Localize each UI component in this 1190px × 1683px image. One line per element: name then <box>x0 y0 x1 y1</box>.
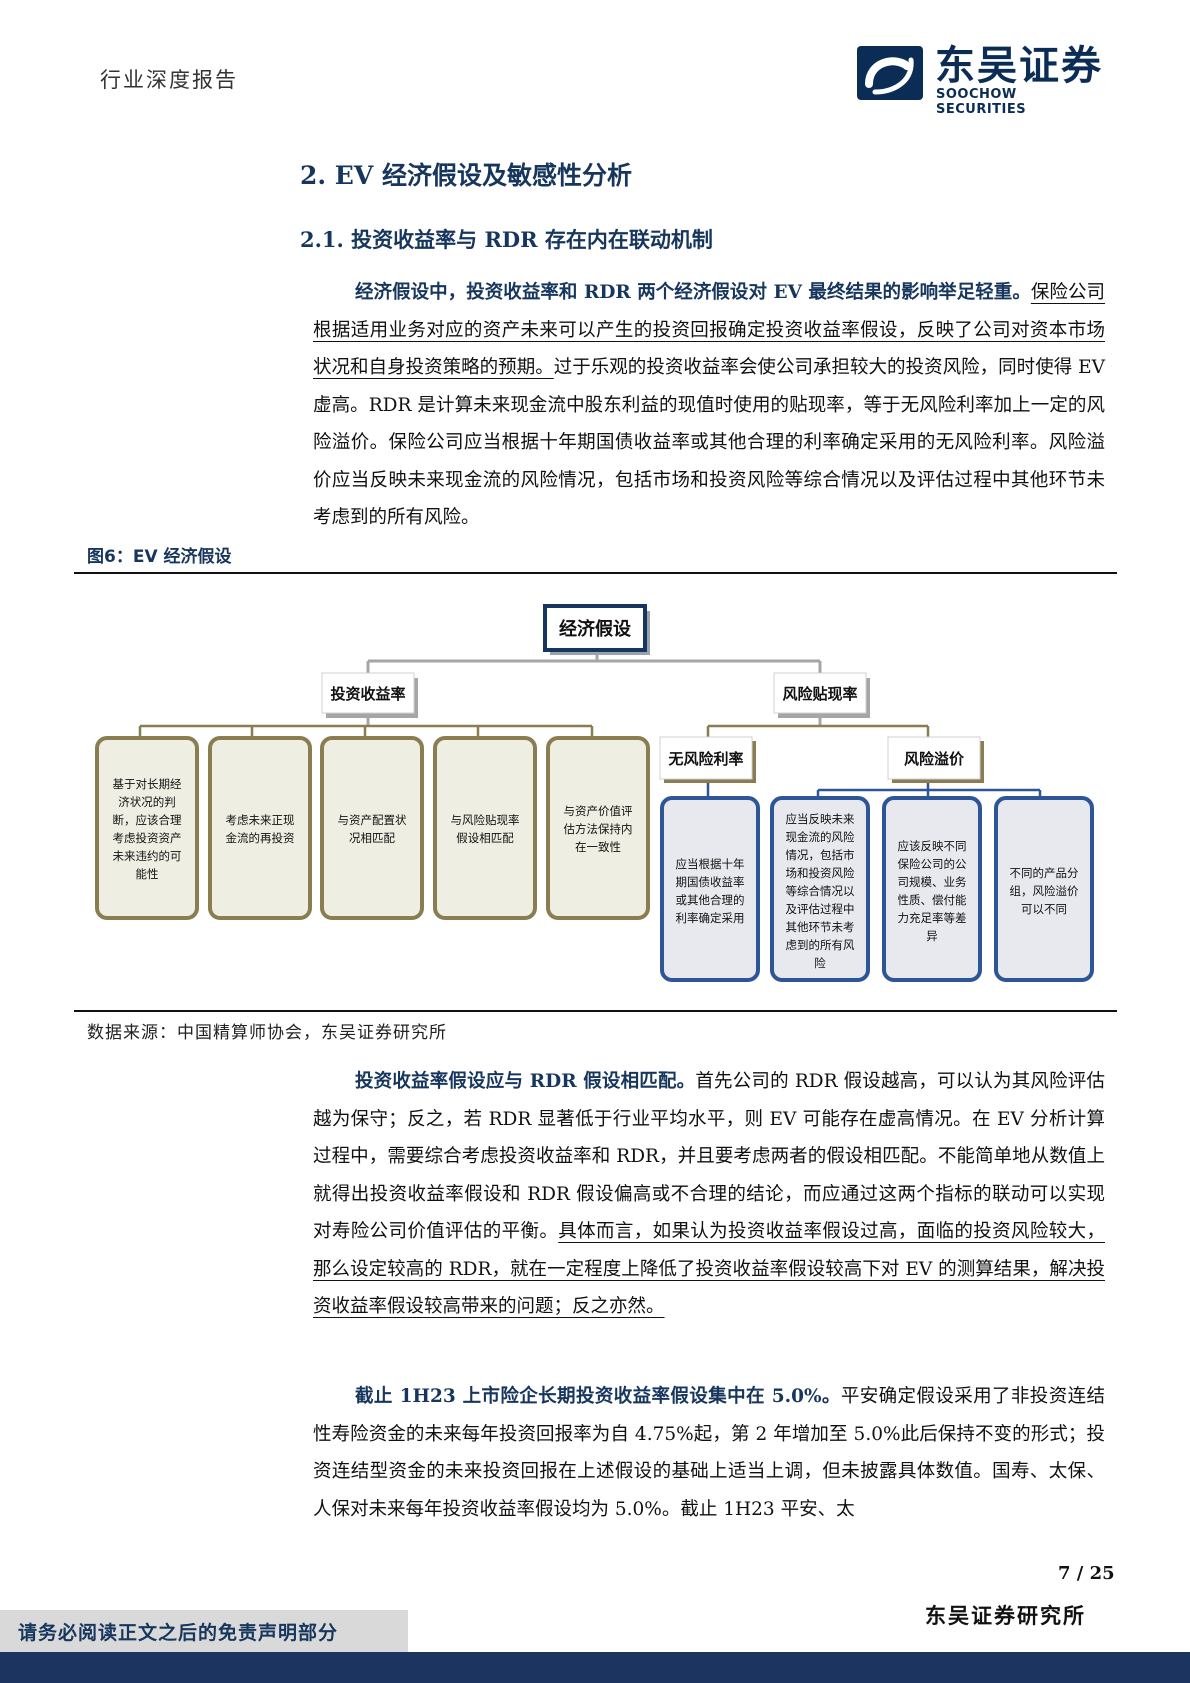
right-leaf-2: 应当反映未来现金流的风险情况，包括市场和投资风险等综合情况以及评估过程中其他环节… <box>770 796 870 982</box>
right-leaf-3: 应该反映不同保险公司的公司规模、业务性质、偿付能力充足率等差异 <box>882 796 982 982</box>
figure-top-rule <box>74 572 1117 574</box>
figure-bottom-rule <box>74 1010 1117 1012</box>
svg-text:与风险贴现率假设相匹配: 与风险贴现率假设相匹配 <box>451 813 520 845</box>
left-leaf-3: 与资产配置状况相匹配 <box>320 736 424 920</box>
svg-text:不同的产品分组，风险溢价可以不同: 不同的产品分组，风险溢价可以不同 <box>1010 866 1079 916</box>
svg-text:应当反映未来现金流的风险情况，包括市场和投资风险等综合情况以: 应当反映未来现金流的风险情况，包括市场和投资风险等综合情况以及评估过程中其他环节… <box>786 812 855 970</box>
left-leaf-5: 与资产价值评估方法保持内在一致性 <box>546 736 650 920</box>
branch-node-investment-return: 投资收益率 <box>321 672 418 718</box>
disclaimer-box <box>0 1610 408 1652</box>
sub-right-label: 风险溢价 <box>904 750 965 768</box>
para3-plain: 平安确定假设采用了非投资连结性寿险资金的未来每年投资回报率为自 4.75%起，第… <box>313 1386 1105 1520</box>
company-logo: 东吴证券 SOOCHOW SECURITIES <box>855 43 1105 117</box>
left-leaf-4: 与风险贴现率假设相匹配 <box>433 736 537 920</box>
right-leaf-4: 不同的产品分组，风险溢价可以不同 <box>994 796 1094 982</box>
page-number: 7 / 25 <box>1058 1563 1115 1584</box>
logo-mark-icon <box>857 46 923 100</box>
paragraph-1h23-assumptions: 截止 1H23 上市险企长期投资收益率假设集中在 5.0%。平安确定假设采用了非… <box>313 1378 1105 1528</box>
branch-node-risk-discount-rate: 风险贴现率 <box>773 672 870 718</box>
sub-left-label: 无风险利率 <box>667 750 743 768</box>
paragraph-economic-assumptions: 经济假设中，投资收益率和 RDR 两个经济假设对 EV 最终结果的影响举足轻重。… <box>313 274 1105 537</box>
svg-text:考虑未来正现金流的再投资: 考虑未来正现金流的再投资 <box>226 813 295 845</box>
branch-right-label: 风险贴现率 <box>782 685 857 703</box>
disclaimer-text: 请务必阅读正文之后的免责声明部分 <box>18 1622 339 1644</box>
svg-text:与资产价值评估方法保持内在一致性: 与资产价值评估方法保持内在一致性 <box>564 804 633 854</box>
sub-node-risk-premium: 风险溢价 <box>887 736 984 783</box>
left-leaf-1: 基于对长期经济状况的判断，应该合理考虑投资资产未来违约的可能性 <box>95 736 199 920</box>
section-heading: 2. EV 经济假设及敏感性分析 <box>300 161 632 190</box>
paragraph-rdr-matching: 投资收益率假设应与 RDR 假设相匹配。首先公司的 RDR 假设越高，可以认为其… <box>313 1063 1105 1326</box>
report-type-label: 行业深度报告 <box>100 68 238 92</box>
figure-title: 图6：EV 经济假设 <box>87 547 232 567</box>
svg-text:应当根据十年期国债收益率或其他合理的利率确定采用: 应当根据十年期国债收益率或其他合理的利率确定采用 <box>676 857 745 925</box>
subsection-heading: 2.1. 投资收益率与 RDR 存在内在联动机制 <box>300 227 713 252</box>
footer-organization: 东吴证券研究所 <box>925 1603 1086 1628</box>
para2-plain: 首先公司的 RDR 假设越高，可以认为其风险评估越为保守；反之，若 RDR 显著… <box>313 1071 1105 1242</box>
economic-assumptions-diagram: 经济假设 投资收益率 风险贴现率 无风险利率 风险溢价 基于对长期经济状况的判断… <box>95 604 1094 982</box>
para1-bold-lead: 经济假设中，投资收益率和 RDR 两个经济假设对 EV 最终结果的影响举足轻重。 <box>355 282 1031 303</box>
svg-text:应该反映不同保险公司的公司规模、业务性质、偿付能力充足率等差: 应该反映不同保险公司的公司规模、业务性质、偿付能力充足率等差异 <box>898 839 967 943</box>
root-node-label: 经济假设 <box>559 618 631 640</box>
right-leaf-1: 应当根据十年期国债收益率或其他合理的利率确定采用 <box>660 796 760 982</box>
branch-left-label: 投资收益率 <box>330 685 405 703</box>
logo-chinese-name: 东吴证券 <box>935 43 1103 89</box>
figure-source: 数据来源：中国精算师协会，东吴证券研究所 <box>87 1023 447 1043</box>
root-node: 经济假设 <box>543 604 650 655</box>
para1-rest: 过于乐观的投资收益率会使公司承担较大的投资风险，同时使得 EV 虚高。RDR 是… <box>313 357 1105 528</box>
para2-underlined: 具体而言，如果认为投资收益率假设过高，面临的投资风险较大，那么设定较高的 RDR… <box>313 1221 1105 1317</box>
footer-bar <box>0 1652 1190 1683</box>
sub-node-risk-free-rate: 无风险利率 <box>659 736 756 783</box>
para2-bold-lead: 投资收益率假设应与 RDR 假设相匹配。 <box>355 1071 696 1092</box>
logo-english-name: SOOCHOW SECURITIES <box>936 87 1027 117</box>
svg-text:与资产配置状况相匹配: 与资产配置状况相匹配 <box>338 813 407 845</box>
para3-bold-lead: 截止 1H23 上市险企长期投资收益率假设集中在 5.0%。 <box>355 1386 841 1407</box>
left-leaf-2: 考虑未来正现金流的再投资 <box>208 736 312 920</box>
para1-underlined: 保险公司根据适用业务对应的资产未来可以产生的投资回报确定投资收益率假设，反映了公… <box>313 282 1105 378</box>
svg-text:基于对长期经济状况的判断，应该合理考虑投资资产未来违约的可能: 基于对长期经济状况的判断，应该合理考虑投资资产未来违约的可能性 <box>113 777 182 881</box>
